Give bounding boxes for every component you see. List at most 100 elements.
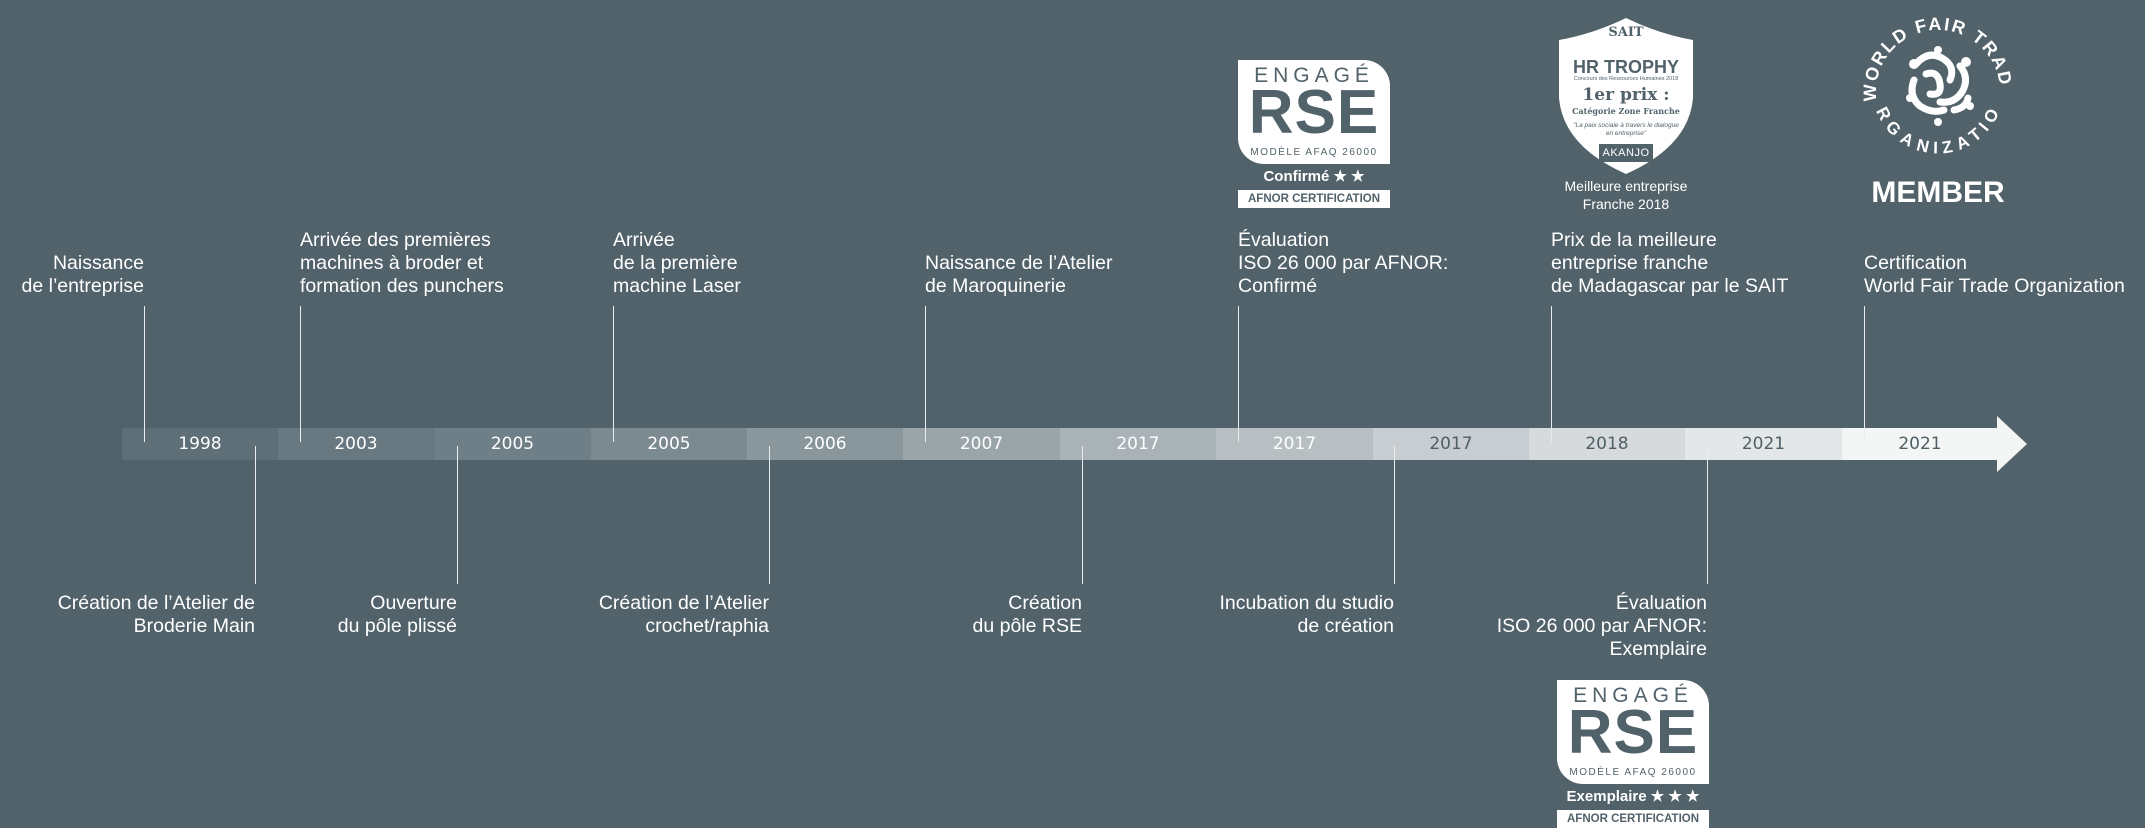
hr-trophy-quote: "La paix sociale à travers le dialogue e…: [1573, 122, 1679, 137]
event-label-line: ISO 26 000 par AFNOR:: [1238, 252, 1449, 274]
connector-line: [1864, 306, 1865, 442]
rse-model-text: MODÈLE AFAQ 26000: [1569, 767, 1697, 778]
afnor-certification-bar: AFNOR CERTIFICATION: [1557, 810, 1709, 828]
event-label-line: du pôle plissé: [337, 615, 457, 637]
connector-line: [1551, 306, 1552, 442]
event-label-line: machines à broder et: [300, 252, 484, 274]
hr-trophy-prize: 1er prix :: [1582, 85, 1670, 105]
connector-line: [613, 306, 614, 442]
timeline-segment: 2005: [434, 428, 591, 460]
year-label: 2018: [1585, 434, 1629, 454]
event-label-line: crochet/raphia: [645, 615, 769, 637]
event-label-line: entreprise franche: [1551, 252, 1709, 274]
connector-line: [457, 446, 458, 584]
event-label-line: ISO 26 000 par AFNOR:: [1496, 615, 1707, 637]
timeline-segment: 2017: [1216, 428, 1373, 460]
hr-trophy-shield-icon: [1559, 18, 1693, 174]
timeline-arrow-head: [1997, 416, 2027, 472]
rse-level-text: Confirmé ★ ★: [1263, 168, 1365, 185]
event-label: Certification World Fair Trade Organizat…: [1864, 252, 2125, 298]
event-label: Incubation du studio de création: [1219, 592, 1394, 638]
year-label: 2006: [803, 434, 847, 454]
hr-trophy-title: HR TROPHY: [1572, 57, 1679, 77]
year-label: 2021: [1898, 434, 1942, 454]
event-label-line: Broderie Main: [133, 615, 255, 637]
event-label-line: machine Laser: [613, 275, 741, 297]
rse-engage-text: ENGAGÉ: [1254, 64, 1374, 87]
event-label: Ouverture du pôle plissé: [338, 592, 457, 638]
event-label-line: du pôle RSE: [972, 615, 1083, 637]
rse-level-text: Exemplaire ★ ★ ★: [1566, 788, 1700, 805]
rse-logo: ENGAGÉ RSE MODÈLE AFAQ 26000: [1557, 680, 1709, 784]
event-label-line: de la première: [613, 252, 738, 274]
timeline-segment: 2018: [1529, 428, 1685, 460]
hr-trophy-subtitle: Concours des Ressources Humaines 2018: [1573, 76, 1679, 82]
event-label-line: World Fair Trade Organization: [1864, 275, 2125, 297]
event-label-line: Prix de la meilleure: [1551, 229, 1717, 251]
timeline-segment: 1998: [122, 428, 278, 460]
event-label-line: Évaluation: [1615, 592, 1707, 614]
event-label: Création du pôle RSE: [973, 592, 1083, 638]
event-label: Évaluation ISO 26 000 par AFNOR: Exempla…: [1497, 592, 1707, 661]
event-label-line: de Madagascar par le SAIT: [1551, 275, 1789, 297]
event-label-line: Naissance de l’Atelier: [925, 252, 1113, 274]
timeline-segment: 2017: [1060, 428, 1216, 460]
event-label: Arrivée des premières machines à broder …: [300, 229, 504, 298]
event-label-line: Certification: [1864, 252, 1967, 274]
akanjo-label: AKANJO: [1599, 144, 1653, 162]
connector-line: [925, 306, 926, 442]
rse-logo: ENGAGÉ RSE MODÈLE AFAQ 26000: [1238, 60, 1390, 164]
event-label: Création de l’Atelier de Broderie Main: [58, 592, 255, 638]
year-label: 2005: [490, 434, 535, 454]
afnor-certification-bar: AFNOR CERTIFICATION: [1238, 190, 1390, 208]
event-label: Création de l’Atelier crochet/raphia: [599, 592, 769, 638]
year-label: 2017: [1116, 434, 1160, 454]
event-label: Naissance de l’Atelier de Maroquinerie: [925, 252, 1113, 298]
timeline-segment: 2021: [1685, 428, 1842, 460]
event-label-line: formation des punchers: [300, 275, 504, 297]
event-label-line: de l’entreprise: [21, 275, 144, 297]
event-label-line: de création: [1297, 615, 1394, 637]
event-label-line: Arrivée: [613, 229, 675, 251]
wfto-logo-icon: WORLD FAIR TRADE ORGANIZATION: [1858, 6, 2014, 158]
timeline-segment: 2017: [1373, 428, 1529, 460]
rse-title-text: RSE: [1248, 78, 1380, 147]
event-label-line: de Maroquinerie: [925, 275, 1066, 297]
timeline-segment: 2005: [591, 428, 747, 460]
connector-line: [1394, 446, 1395, 584]
hr-trophy-category: Catégorie Zone Franche: [1572, 106, 1680, 116]
rse-model-text: MODÈLE AFAQ 26000: [1250, 147, 1378, 158]
event-label-line: Exemplaire: [1609, 638, 1707, 660]
year-label: 2007: [959, 434, 1004, 454]
event-label: Naissance de l’entreprise: [22, 252, 144, 298]
event-label-line: Création de l’Atelier de: [57, 592, 255, 614]
hr-trophy-caption: Meilleure entreprise Franche 2018: [1549, 177, 1703, 213]
rse-title-text: RSE: [1567, 698, 1699, 767]
connector-line: [1082, 446, 1083, 584]
wfto-member-label: MEMBER: [1871, 176, 2005, 209]
connector-line: [255, 446, 256, 584]
rse-engage-text: ENGAGÉ: [1573, 684, 1693, 707]
event-label: Évaluation ISO 26 000 par AFNOR: Confirm…: [1238, 229, 1448, 298]
event-label: Arrivée de la première machine Laser: [613, 229, 741, 298]
event-label-line: Ouverture: [370, 592, 457, 614]
timeline-segment: 2007: [903, 428, 1060, 460]
event-label-line: Incubation du studio: [1219, 592, 1394, 614]
connector-line: [300, 306, 301, 442]
year-label: 2017: [1272, 434, 1317, 454]
year-label: 2017: [1429, 434, 1473, 454]
year-label: 2003: [334, 434, 378, 454]
timeline-segment: 2021: [1842, 428, 1998, 460]
engage-rse-confirme-badge: ENGAGÉ RSE MODÈLE AFAQ 26000 Confirmé ★ …: [1238, 60, 1390, 208]
timeline-segment: 2003: [278, 428, 434, 460]
event-label-line: Création de l’Atelier: [598, 592, 769, 614]
engage-rse-exemplaire-badge: ENGAGÉ RSE MODÈLE AFAQ 26000 Exemplaire …: [1557, 680, 1709, 828]
year-label: 2021: [1741, 434, 1786, 454]
event-label-line: Création: [1008, 592, 1082, 614]
year-label: 2005: [647, 434, 691, 454]
connector-line: [144, 306, 145, 442]
event-label-line: Confirmé: [1238, 275, 1318, 297]
connector-line: [1238, 306, 1239, 442]
connector-line: [769, 446, 770, 584]
